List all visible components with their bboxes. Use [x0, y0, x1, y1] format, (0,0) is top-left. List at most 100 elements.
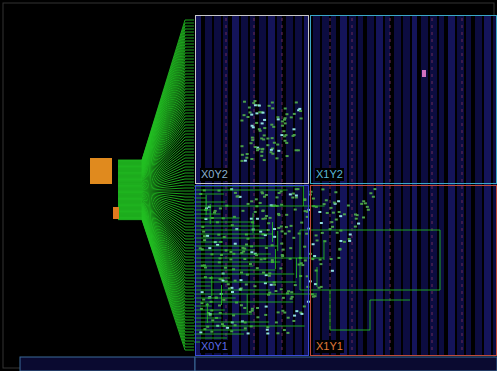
- placed-cell: [282, 297, 285, 299]
- routing-net: [194, 330, 247, 331]
- placed-cell: [254, 104, 257, 106]
- placed-cell: [243, 114, 246, 116]
- routing-net: [118, 218, 194, 341]
- placed-cell: [243, 307, 246, 309]
- routing-net: [194, 266, 253, 267]
- placed-cell: [295, 149, 298, 151]
- placed-cell: [269, 217, 272, 219]
- placed-cell: [293, 315, 296, 317]
- placed-cell: [241, 154, 244, 156]
- lower-region: [195, 357, 497, 371]
- placed-cell: [244, 160, 247, 162]
- routing-net: [303, 186, 304, 206]
- placed-cell: [282, 130, 285, 132]
- placed-cell: [326, 212, 329, 214]
- placed-cell: [234, 280, 237, 282]
- placed-cell: [262, 272, 265, 274]
- placed-cell: [349, 233, 352, 235]
- placed-cell: [283, 329, 286, 331]
- placed-cell: [256, 307, 259, 309]
- placed-cell: [313, 255, 316, 257]
- routing-net: [317, 267, 318, 287]
- placed-cell: [268, 292, 271, 294]
- placed-cell: [356, 214, 359, 216]
- routing-net: [323, 240, 324, 260]
- placed-cell: [276, 332, 279, 334]
- routing-net: [194, 322, 269, 323]
- routing-net: [194, 282, 296, 283]
- placed-cell: [271, 107, 274, 109]
- placed-cell: [284, 122, 287, 124]
- placed-cell: [251, 308, 254, 310]
- placed-cell: [295, 101, 298, 103]
- placed-cell: [254, 146, 257, 148]
- placed-cell: [265, 194, 268, 196]
- placed-cell: [293, 134, 296, 136]
- placed-cell: [316, 239, 319, 241]
- placed-cell: [273, 228, 276, 230]
- routing-net: [207, 303, 208, 323]
- placed-cell: [330, 258, 333, 260]
- routing-net: [118, 217, 194, 335]
- placed-cell: [250, 142, 253, 144]
- placed-cell: [211, 319, 214, 321]
- placed-cell: [264, 282, 267, 284]
- placed-cell: [285, 113, 288, 115]
- placed-cell: [276, 196, 279, 198]
- placed-cell: [227, 283, 230, 285]
- clock-region: X1Y2: [310, 15, 497, 184]
- placed-cell: [263, 196, 266, 198]
- placed-cell: [239, 279, 242, 281]
- routing-net: [194, 194, 224, 195]
- placed-cell: [256, 316, 259, 318]
- routing-net: [194, 338, 227, 339]
- placed-cell: [260, 258, 263, 260]
- routing-net: [118, 220, 194, 350]
- placed-cell: [373, 188, 376, 190]
- routing-net: [296, 258, 297, 278]
- placed-cell: [319, 263, 322, 265]
- placed-cell: [294, 209, 297, 211]
- placed-cell: [279, 267, 282, 269]
- clock-region: X0Y1: [195, 185, 309, 356]
- placed-cell: [208, 247, 211, 249]
- routing-net: [194, 206, 325, 207]
- placed-cell: [272, 126, 275, 128]
- routing-net: [118, 216, 194, 329]
- placed-cell: [280, 204, 283, 206]
- placed-cell: [218, 304, 221, 306]
- placed-cell: [254, 285, 257, 287]
- placed-cell: [282, 249, 285, 251]
- placed-cell: [339, 240, 342, 242]
- placed-cell: [337, 200, 340, 202]
- placed-cell: [234, 192, 237, 194]
- routing-net: [118, 217, 194, 338]
- placed-cell: [334, 191, 337, 193]
- placed-cell: [266, 144, 269, 146]
- placed-cells: [199, 100, 377, 334]
- placed-cell: [252, 102, 255, 104]
- placed-cell: [296, 188, 299, 190]
- placed-cell: [367, 209, 370, 211]
- placed-cell: [250, 158, 253, 160]
- placed-cell: [261, 122, 264, 124]
- placed-cell: [243, 101, 246, 103]
- routing-net: [330, 290, 410, 330]
- clock-region: X0Y2: [195, 15, 309, 184]
- routing-net: [194, 258, 324, 259]
- routing-net: [118, 215, 194, 323]
- placed-cell: [305, 233, 308, 235]
- placed-cell: [292, 237, 295, 239]
- placed-cell: [247, 203, 250, 205]
- placed-cell: [289, 247, 292, 249]
- placed-cell: [229, 251, 232, 253]
- placed-cell: [364, 202, 367, 204]
- placed-cell: [333, 202, 336, 204]
- placed-cell: [280, 226, 283, 228]
- placed-cell: [276, 116, 279, 118]
- io-bank: [90, 158, 112, 184]
- routing-net: [118, 215, 194, 326]
- placed-cell: [240, 120, 243, 122]
- placed-cell: [252, 126, 255, 128]
